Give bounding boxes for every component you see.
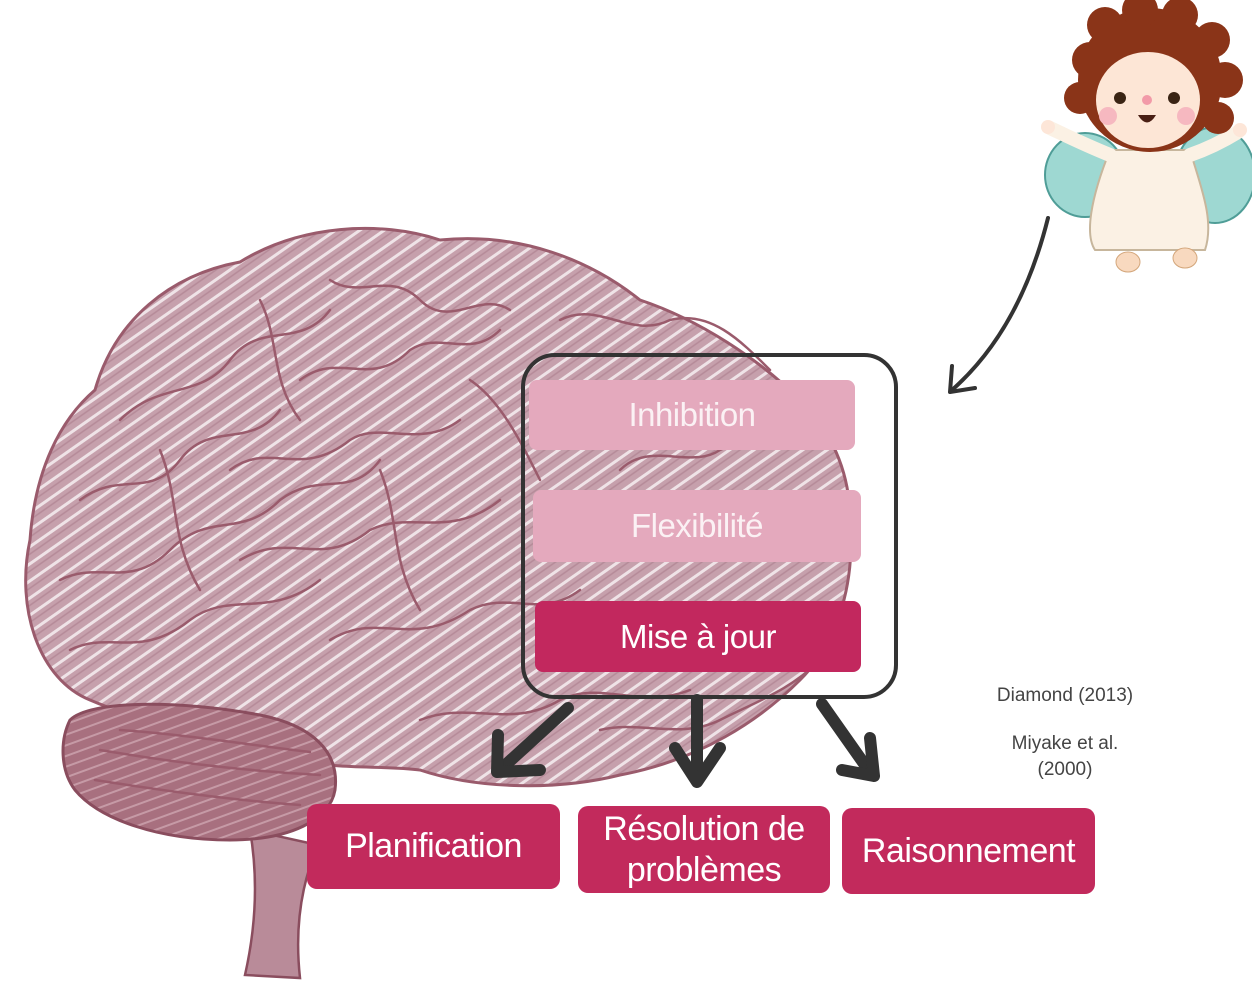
problem-solving-box: Résolution de problèmes	[578, 806, 830, 893]
citation-miyake: Miyake et al. (2000)	[980, 731, 1150, 782]
flexibility-box: Flexibilité	[533, 490, 861, 562]
reasoning-label: Raisonnement	[862, 831, 1075, 871]
angel-arrow	[952, 218, 1048, 390]
citation-miyake-line2: (2000)	[980, 757, 1150, 783]
updating-label: Mise à jour	[620, 618, 776, 656]
updating-box: Mise à jour	[535, 601, 861, 672]
citation-miyake-line1: Miyake et al.	[980, 731, 1150, 757]
flexibility-label: Flexibilité	[631, 507, 763, 545]
arrow-to-planning	[500, 708, 568, 770]
inhibition-label: Inhibition	[628, 396, 755, 434]
inhibition-box: Inhibition	[529, 380, 855, 450]
problem-solving-label-line2: problèmes	[627, 850, 781, 890]
planning-box: Planification	[307, 804, 560, 889]
planning-label: Planification	[345, 826, 522, 866]
citation-diamond: Diamond (2013)	[980, 683, 1150, 709]
reasoning-box: Raisonnement	[842, 808, 1095, 894]
problem-solving-label-line1: Résolution de	[603, 809, 804, 849]
